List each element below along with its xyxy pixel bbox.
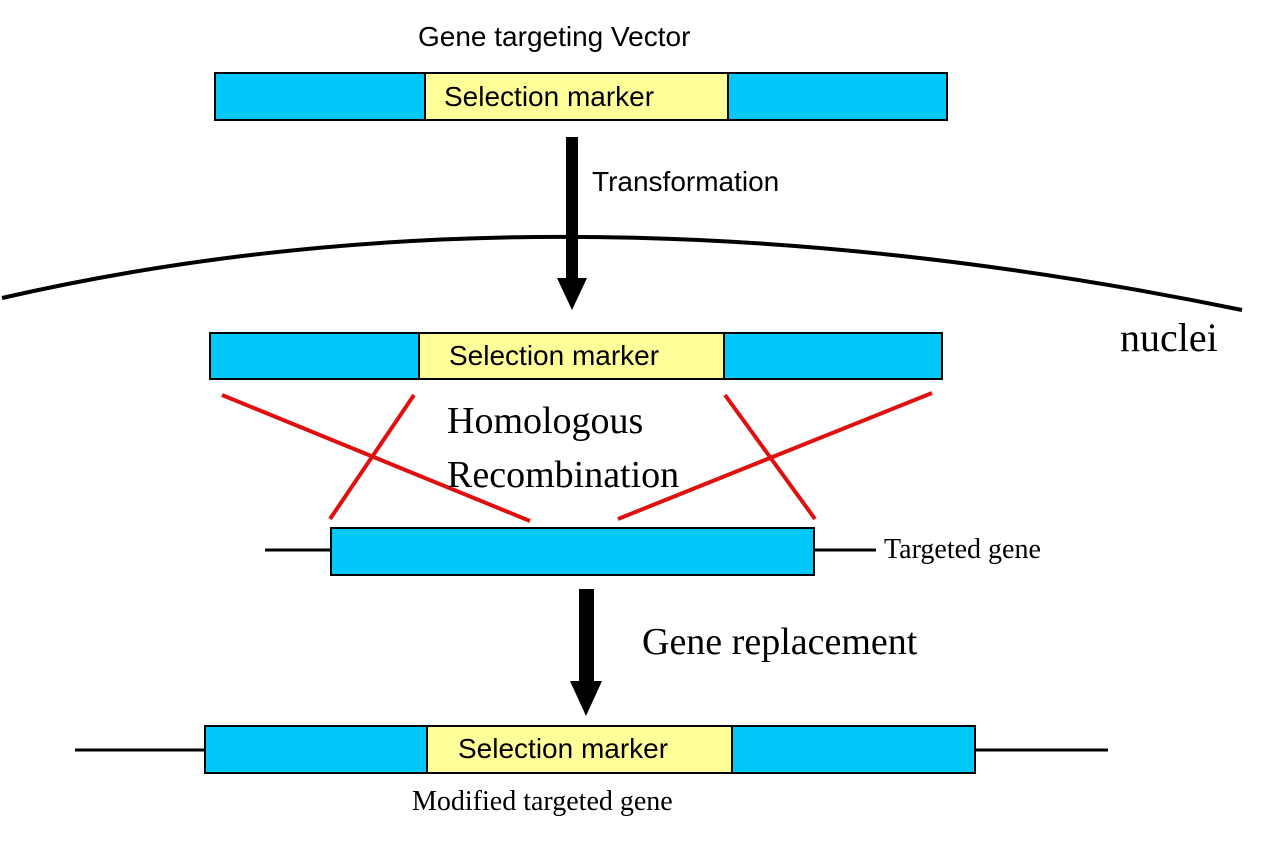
modified-gene-construct	[75, 725, 1108, 774]
transformation-arrow	[557, 137, 587, 310]
modified-gene-label: Modified targeted gene	[412, 786, 673, 817]
modified-gene-left-arm	[204, 725, 428, 774]
recombination-label: Recombination	[447, 454, 680, 496]
transformation-arrow-head	[557, 278, 587, 310]
vector-selection-marker	[424, 72, 729, 121]
nuclear-vector-left-arm	[209, 332, 420, 380]
nuclear-vector-construct	[209, 332, 943, 380]
crossover-line-right-b	[617, 391, 933, 521]
nuclear-vector-selection-marker	[418, 332, 725, 380]
transformation-arrow-shaft	[566, 137, 578, 282]
vector-title: Gene targeting Vector	[418, 21, 691, 52]
targeted-gene-label: Targeted gene	[884, 534, 1041, 565]
homologous-label: Homologous	[447, 400, 644, 442]
vector-right-arm	[727, 72, 948, 121]
gene-replacement-arrow-shaft	[579, 589, 594, 685]
targeted-gene-box	[330, 527, 815, 576]
gene-replacement-arrow	[570, 589, 602, 716]
vector-construct	[214, 72, 948, 121]
gene-replacement-arrow-head	[570, 681, 602, 716]
nuclei-label: nuclei	[1120, 315, 1218, 360]
crossover-lines	[221, 391, 933, 523]
modified-marker-label: Selection marker	[458, 733, 669, 764]
targeted-gene	[265, 527, 876, 576]
crossover-line-left-b	[328, 393, 416, 521]
vector-marker-label: Selection marker	[444, 81, 655, 112]
nuclear-membrane-curve	[1, 234, 1243, 312]
gene-replacement-label: Gene replacement	[642, 621, 918, 663]
transformation-label: Transformation	[592, 166, 780, 197]
modified-gene-right-arm	[731, 725, 976, 774]
vector-left-arm	[214, 72, 426, 121]
nuclear-vector-right-arm	[723, 332, 943, 380]
nuclear-marker-label: Selection marker	[449, 340, 660, 371]
crossover-line-left-a	[221, 393, 531, 523]
